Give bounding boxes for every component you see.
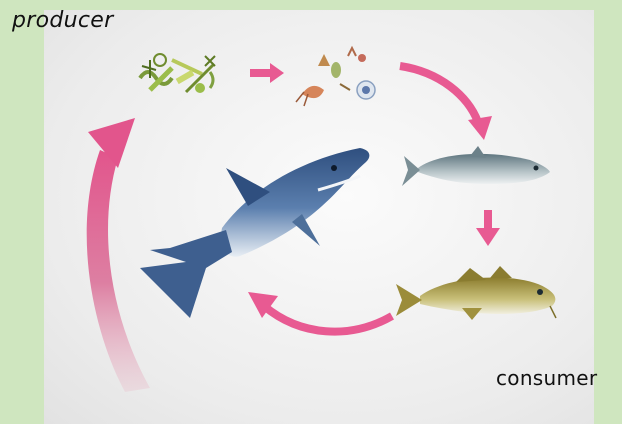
- consumer-label: consumer: [496, 366, 597, 390]
- phytoplankton-icon: [137, 52, 223, 98]
- herring-icon: [402, 146, 550, 186]
- zooplankton-icon: [296, 48, 375, 106]
- cod-icon: [396, 266, 556, 320]
- producer-label: producer: [12, 8, 113, 33]
- arrow-4: [248, 292, 392, 332]
- arrow-2: [400, 66, 492, 140]
- arrow-1: [250, 63, 284, 83]
- arrow-3: [476, 210, 500, 246]
- shark-icon: [140, 148, 369, 318]
- return-arrow: [87, 118, 150, 392]
